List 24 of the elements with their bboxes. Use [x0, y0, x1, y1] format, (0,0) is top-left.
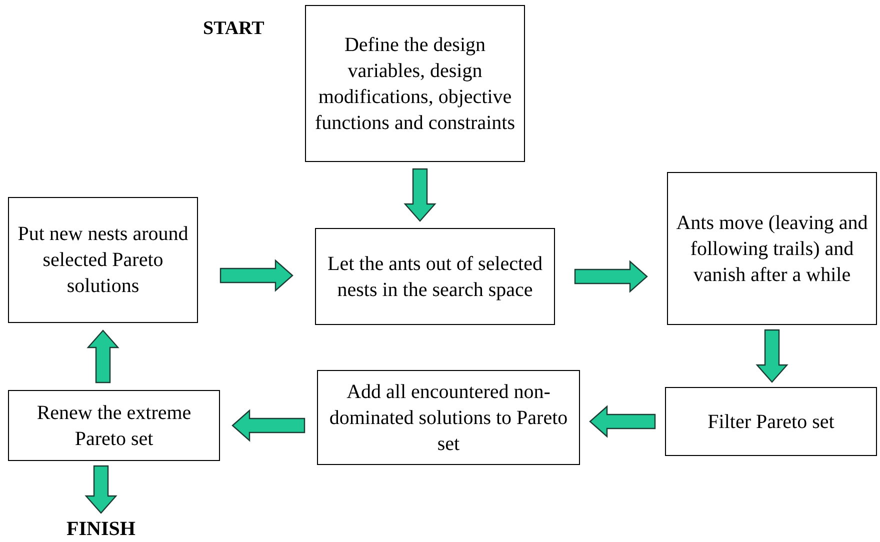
block-arrow — [84, 465, 118, 514]
block-arrow — [86, 330, 120, 384]
step-text: Ants move (leaving and following trails) and vanish after a while — [675, 210, 869, 288]
step-text: Let the ants out of selected nests in the search space — [326, 252, 544, 302]
process-box — [317, 370, 580, 465]
block-arrow — [589, 405, 656, 438]
block-arrow — [220, 259, 294, 292]
terminal-label: FINISH — [66, 517, 136, 542]
step-text: Add all encountered non-dominated solutions to Pareto set — [328, 380, 569, 456]
process-box — [667, 172, 877, 325]
step-text: Renew the extreme Pareto set — [36, 400, 192, 452]
process-box — [315, 228, 555, 325]
process-box — [305, 5, 525, 162]
block-arrow — [574, 260, 648, 293]
process-box — [8, 197, 198, 323]
step-text: Filter Pareto set — [708, 410, 834, 434]
start-label: START — [203, 18, 264, 40]
block-arrow — [404, 168, 436, 222]
step-text: Define the design variables, design modifications, objective functions and constraints — [314, 32, 516, 136]
block-arrow — [232, 409, 306, 442]
process-box — [665, 387, 877, 456]
block-arrow — [756, 329, 788, 383]
process-box — [8, 390, 220, 461]
step-text: Put new nests around selected Pareto solutions — [16, 222, 190, 299]
